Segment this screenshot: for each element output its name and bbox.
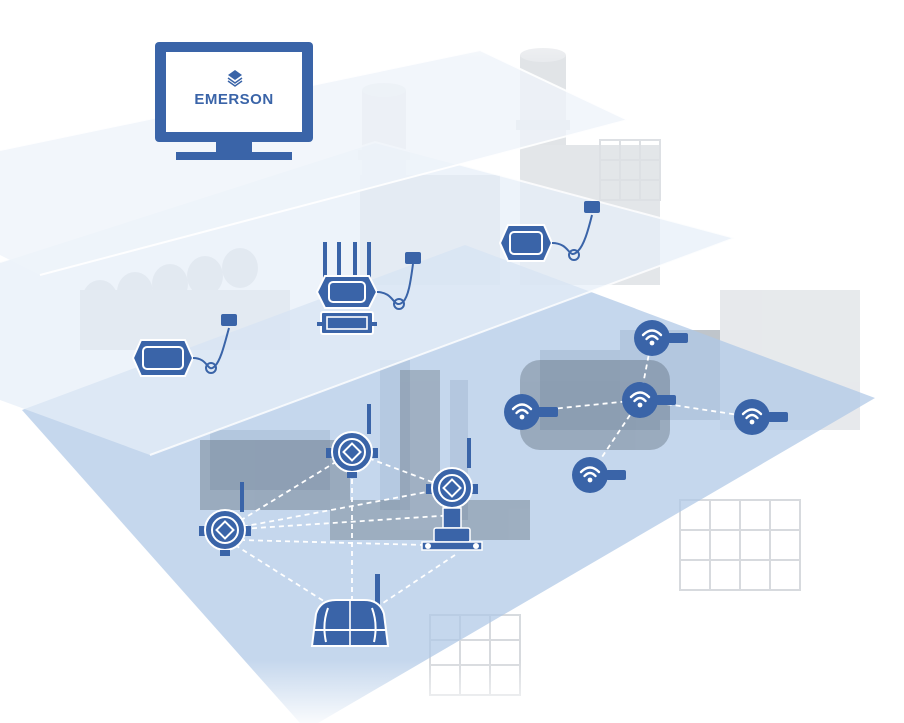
network-gateway-device-right[interactable] <box>498 201 600 262</box>
wifi-node-icon <box>634 320 688 356</box>
wireless-transmitter-icon <box>199 482 251 556</box>
monitor-icon <box>155 42 313 160</box>
wireless-transmitter-left[interactable] <box>199 482 251 556</box>
mesh-links-left <box>224 451 456 606</box>
network-gateway-icon <box>131 339 195 377</box>
wireless-gateway-icon <box>315 242 379 335</box>
wifi-node-icon <box>572 457 626 493</box>
wifi-node-bottom[interactable] <box>572 457 626 493</box>
wireless-transmitter-icon <box>326 404 378 478</box>
wifi-node-icon <box>504 394 558 430</box>
wifi-node-center[interactable] <box>622 382 676 418</box>
emerson-logo-mark <box>227 70 243 87</box>
network-hub-device[interactable] <box>310 574 390 647</box>
network-gateway-device-left[interactable] <box>131 314 237 377</box>
wifi-node-right[interactable] <box>734 399 788 435</box>
emerson-logo-text: EMERSON <box>194 91 273 108</box>
wireless-pressure-transmitter[interactable] <box>421 438 483 551</box>
wifi-node-top[interactable] <box>634 320 688 356</box>
scaffold-structure-top-right <box>599 139 661 201</box>
network-gateway-icon <box>498 224 554 262</box>
wifi-node-icon <box>734 399 788 435</box>
wifi-node-icon <box>622 382 676 418</box>
host-control-layer <box>0 50 628 275</box>
network-hub-icon <box>310 574 390 647</box>
fade-bottom <box>0 660 904 723</box>
wireless-gateway-device[interactable] <box>315 242 421 335</box>
wireless-transmitter-icon <box>421 438 483 551</box>
host-monitor[interactable]: EMERSON <box>155 42 313 160</box>
fade-top <box>0 0 904 60</box>
wireless-transmitter-top[interactable] <box>326 404 378 478</box>
cable-connector <box>551 201 600 261</box>
cable-connector <box>376 252 421 310</box>
wifi-node-left[interactable] <box>504 394 558 430</box>
cable-connector <box>192 314 237 374</box>
plant-machinery-through-plane <box>200 360 670 540</box>
